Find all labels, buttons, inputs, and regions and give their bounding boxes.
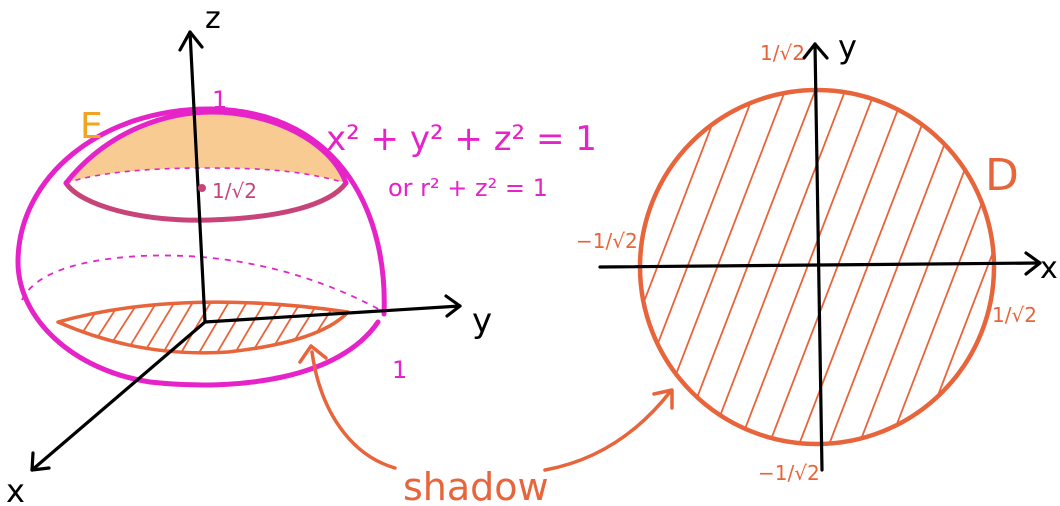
shadow-outline-3d — [56, 300, 350, 355]
x-axis-2d-label: x — [1040, 251, 1058, 286]
tick-bottom: −1/√2 — [758, 461, 820, 485]
label-D: D — [985, 150, 1019, 201]
z-axis-arrowhead — [178, 30, 204, 52]
base-ellipse-back — [21, 254, 385, 313]
x-axis-3d-label: x — [6, 472, 25, 506]
shadow-arrow-left — [310, 350, 397, 470]
sphere-equation: x² + y² + z² = 1 — [326, 119, 597, 159]
y-axis-2d-label: y — [838, 28, 857, 66]
y-axis-2d-arrowhead — [802, 42, 829, 60]
tick-left: −1/√2 — [576, 229, 638, 253]
shadow-arrow-left-head — [298, 344, 328, 364]
z-axis-label: z — [205, 1, 221, 36]
y-axis-3d-arrowhead — [444, 294, 462, 318]
shadow-arrow-right — [543, 390, 672, 472]
cap-rim — [63, 180, 349, 223]
hemisphere-figure: z y x E 1 1 1/√2 x² + y² + z² = 1 or r² … — [6, 1, 597, 506]
disk-figure: y x D 1/√2 −1/√2 −1/√2 1/√2 — [576, 28, 1058, 485]
cap-region — [66, 112, 346, 183]
tick-top: 1/√2 — [760, 41, 805, 65]
y-axis-3d — [203, 304, 462, 324]
y-axis-3d-label: y — [472, 301, 492, 341]
shadow-annotation: shadow — [298, 344, 674, 506]
shadow-label: shadow — [403, 465, 549, 506]
shadow-region-3d — [56, 300, 350, 355]
y-tick-one: 1 — [392, 356, 407, 384]
cylindrical-equation: or r² + z² = 1 — [388, 174, 548, 202]
cap-ellipse-back — [65, 167, 347, 184]
shadow-arrow-right-head — [652, 388, 674, 410]
label-E: E — [80, 106, 103, 147]
x-axis-3d-arrowhead — [30, 451, 51, 472]
x-axis-3d — [30, 320, 207, 472]
cap-outline — [63, 109, 349, 186]
cap-ellipse-front — [66, 183, 346, 221]
disk-hatching — [640, 90, 994, 444]
cap-height-label: 1/√2 — [212, 179, 257, 203]
z-tick-one: 1 — [212, 86, 227, 114]
z-axis — [188, 30, 207, 324]
shadow-hatching-3d — [69, 302, 348, 353]
y-axis-2d — [813, 42, 824, 472]
tick-right: 1/√2 — [992, 303, 1037, 327]
x-axis-2d-arrowhead — [1024, 251, 1042, 276]
cap-point-marker — [198, 184, 206, 192]
